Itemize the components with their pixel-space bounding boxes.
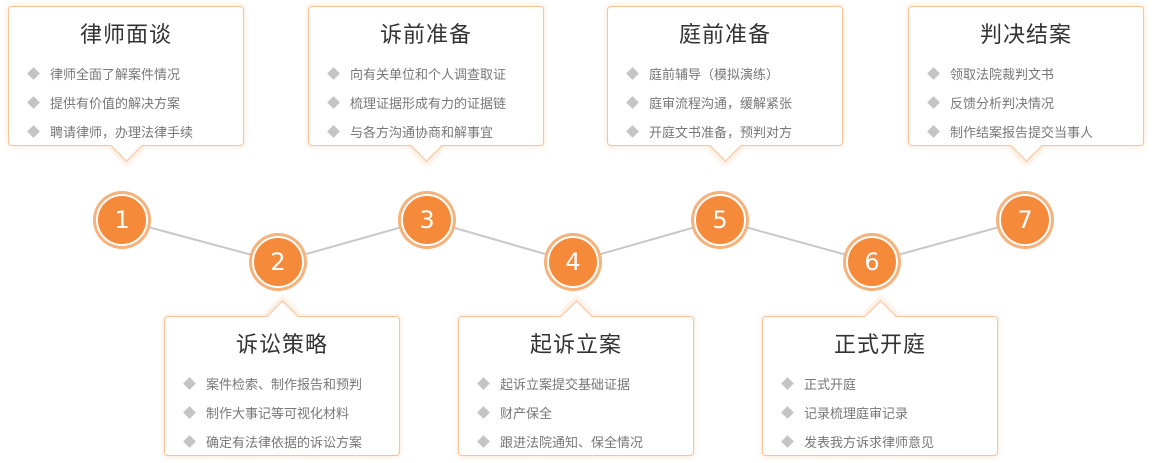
step-item-list: 起诉立案提交基础证据财产保全跟进法院通知、保全情况 — [475, 369, 687, 456]
item-text: 制作大事记等可视化材料 — [206, 407, 350, 422]
list-item: 起诉立案提交基础证据 — [475, 369, 687, 398]
diamond-bullet-icon — [781, 377, 794, 390]
diamond-bullet-icon — [781, 435, 794, 448]
list-item: 领取法院裁判文书 — [925, 59, 1137, 88]
step-item-list: 案件检索、制作报告和预判制作大事记等可视化材料确定有法律依据的诉讼方案 — [181, 369, 393, 456]
step-card-4: 起诉立案起诉立案提交基础证据财产保全跟进法院通知、保全情况 — [458, 300, 694, 456]
item-text: 开庭文书准备，预判对方 — [649, 126, 793, 141]
step-number-circle-3: 3 — [401, 194, 453, 246]
list-item: 向有关单位和个人调查取证 — [325, 59, 537, 88]
list-item: 制作大事记等可视化材料 — [181, 398, 393, 427]
diamond-bullet-icon — [781, 406, 794, 419]
step-title: 正式开庭 — [833, 333, 926, 358]
diamond-bullet-icon — [626, 96, 639, 109]
list-item: 制作结案报告提交当事人 — [925, 117, 1137, 146]
item-text: 制作结案报告提交当事人 — [950, 126, 1094, 141]
step-number-circle-1: 1 — [96, 194, 148, 246]
step-number-circle-6: 6 — [846, 236, 898, 288]
diamond-bullet-icon — [27, 125, 40, 138]
diamond-bullet-icon — [27, 67, 40, 80]
step-item-list: 庭前辅导（模拟演练） 庭审流程沟通，缓解紧张开庭文书准备，预判对方 — [624, 59, 836, 146]
step-title: 庭前准备 — [678, 23, 771, 48]
item-text: 提供有价值的解决方案 — [50, 97, 181, 112]
item-text: 向有关单位和个人调查取证 — [350, 68, 507, 83]
step-item-list: 向有关单位和个人调查取证梳理证据形成有力的证据链与各方沟通协商和解事宜 — [325, 59, 537, 146]
item-text: 正式开庭 — [804, 378, 857, 393]
diamond-bullet-icon — [27, 96, 40, 109]
step-title: 诉前准备 — [379, 23, 472, 48]
step-title: 律师面谈 — [79, 23, 172, 48]
diamond-bullet-icon — [477, 406, 490, 419]
item-text: 与各方沟通协商和解事宜 — [350, 126, 494, 141]
item-text: 反馈分析判决情况 — [950, 97, 1055, 112]
list-item: 梳理证据形成有力的证据链 — [325, 88, 537, 117]
item-text: 庭前辅导（模拟演练） — [649, 68, 780, 83]
list-item: 庭审流程沟通，缓解紧张 — [624, 88, 836, 117]
diamond-bullet-icon — [477, 435, 490, 448]
item-text: 庭审流程沟通，缓解紧张 — [649, 97, 793, 112]
diamond-bullet-icon — [927, 125, 940, 138]
diamond-bullet-icon — [327, 67, 340, 80]
list-item: 聘请律师，办理法律手续 — [25, 117, 237, 146]
list-item: 正式开庭 — [779, 369, 991, 398]
item-text: 律师全面了解案件情况 — [50, 68, 181, 83]
list-item: 跟进法院通知、保全情况 — [475, 427, 687, 456]
step-card-1: 律师面谈律师全面了解案件情况提供有价值的解决方案聘请律师，办理法律手续 — [8, 6, 244, 162]
step-card-5: 庭前准备庭前辅导（模拟演练） 庭审流程沟通，缓解紧张开庭文书准备，预判对方 — [607, 6, 843, 162]
step-item-list: 正式开庭记录梳理庭审记录发表我方诉求律师意见 — [779, 369, 991, 456]
step-number-circle-5: 5 — [694, 194, 746, 246]
list-item: 律师全面了解案件情况 — [25, 59, 237, 88]
diamond-bullet-icon — [927, 96, 940, 109]
list-item: 提供有价值的解决方案 — [25, 88, 237, 117]
list-item: 记录梳理庭审记录 — [779, 398, 991, 427]
diamond-bullet-icon — [626, 125, 639, 138]
item-text: 案件检索、制作报告和预判 — [206, 378, 363, 393]
item-text: 起诉立案提交基础证据 — [500, 378, 631, 393]
diamond-bullet-icon — [183, 406, 196, 419]
step-title: 起诉立案 — [529, 333, 622, 358]
step-card-3: 诉前准备向有关单位和个人调查取证梳理证据形成有力的证据链与各方沟通协商和解事宜 — [308, 6, 544, 162]
step-title: 判决结案 — [979, 23, 1072, 48]
step-number-circle-4: 4 — [547, 236, 599, 288]
list-item: 开庭文书准备，预判对方 — [624, 117, 836, 146]
item-text: 梳理证据形成有力的证据链 — [350, 97, 507, 112]
list-item: 与各方沟通协商和解事宜 — [325, 117, 537, 146]
step-number-circle-2: 2 — [252, 236, 304, 288]
diamond-bullet-icon — [183, 377, 196, 390]
item-text: 跟进法院通知、保全情况 — [500, 436, 644, 451]
list-item: 确定有法律依据的诉讼方案 — [181, 427, 393, 456]
list-item: 发表我方诉求律师意见 — [779, 427, 991, 456]
diamond-bullet-icon — [477, 377, 490, 390]
diamond-bullet-icon — [626, 67, 639, 80]
item-text: 发表我方诉求律师意见 — [804, 436, 935, 451]
diamond-bullet-icon — [327, 96, 340, 109]
list-item: 庭前辅导（模拟演练） — [624, 59, 836, 88]
diamond-bullet-icon — [183, 435, 196, 448]
item-text: 财产保全 — [500, 407, 553, 422]
item-text: 确定有法律依据的诉讼方案 — [206, 436, 363, 451]
step-card-6: 正式开庭正式开庭记录梳理庭审记录发表我方诉求律师意见 — [762, 300, 998, 456]
item-text: 领取法院裁判文书 — [950, 68, 1055, 83]
list-item: 反馈分析判决情况 — [925, 88, 1137, 117]
list-item: 财产保全 — [475, 398, 687, 427]
step-title: 诉讼策略 — [235, 333, 328, 358]
list-item: 案件检索、制作报告和预判 — [181, 369, 393, 398]
step-item-list: 领取法院裁判文书反馈分析判决情况制作结案报告提交当事人 — [925, 59, 1137, 146]
diamond-bullet-icon — [327, 125, 340, 138]
step-number-circle-7: 7 — [999, 194, 1051, 246]
step-card-2: 诉讼策略案件检索、制作报告和预判制作大事记等可视化材料确定有法律依据的诉讼方案 — [164, 300, 400, 456]
diamond-bullet-icon — [927, 67, 940, 80]
item-text: 聘请律师，办理法律手续 — [50, 126, 194, 141]
item-text: 记录梳理庭审记录 — [804, 407, 909, 422]
step-card-7: 判决结案领取法院裁判文书反馈分析判决情况制作结案报告提交当事人 — [908, 6, 1144, 162]
step-item-list: 律师全面了解案件情况提供有价值的解决方案聘请律师，办理法律手续 — [25, 59, 237, 146]
